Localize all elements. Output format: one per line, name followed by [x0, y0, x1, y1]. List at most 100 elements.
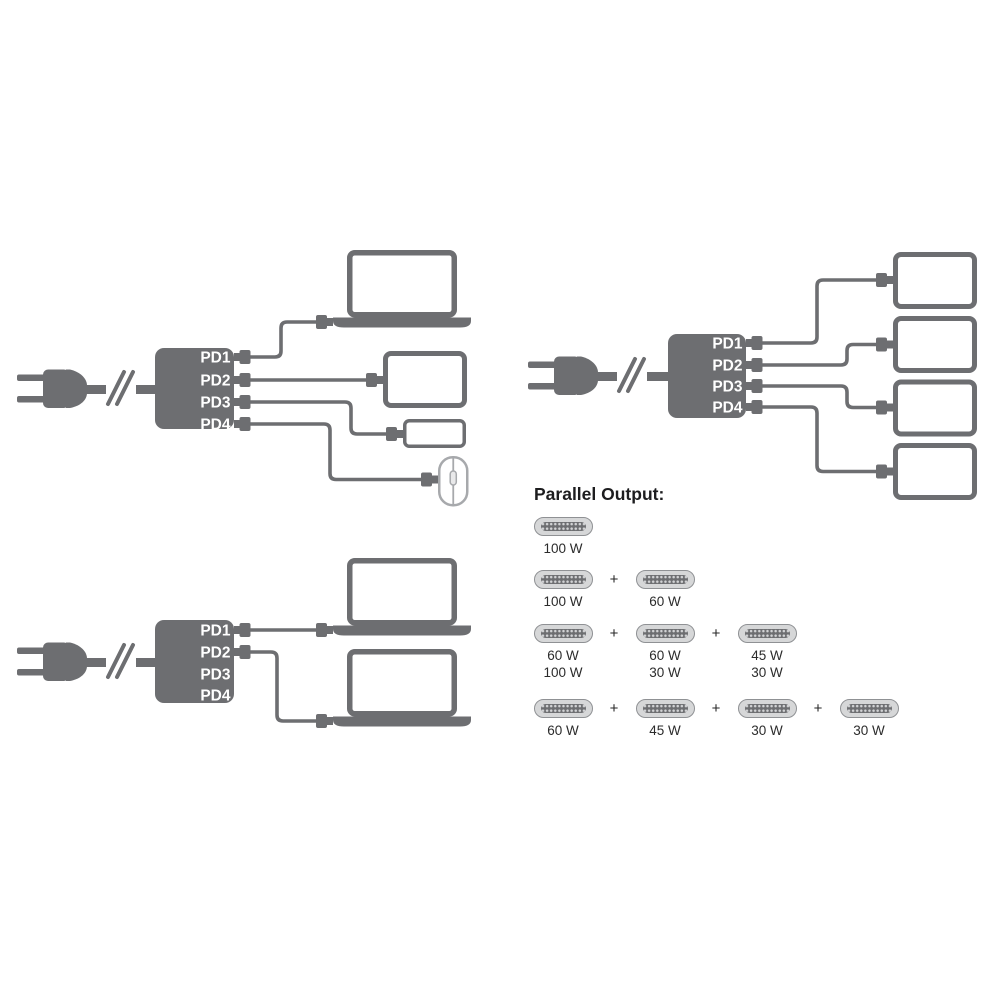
- cable-pd3-phone: [250, 400, 386, 436]
- power-plug-icon: [15, 640, 162, 683]
- usb-c-pins: [744, 629, 790, 638]
- diagram-mixed-devices: PD1 PD2 PD3 PD4: [15, 253, 471, 507]
- port-plug-icon: [746, 358, 763, 372]
- output-option: 60 W: [635, 570, 695, 610]
- output-option: 60 W: [533, 699, 593, 739]
- wattage-label: 100 W: [543, 594, 583, 609]
- cable-pd4-mouse: [250, 422, 421, 482]
- usb-c-pins: [642, 704, 688, 713]
- usb-c-pins: [744, 704, 790, 713]
- port-plug-icon: [746, 379, 763, 393]
- tablet-icon: [386, 354, 465, 406]
- device-plug-icon: [876, 464, 893, 479]
- device-plug-icon: [876, 337, 893, 352]
- device-plug-icon: [316, 623, 333, 637]
- device-plug-icon: [386, 427, 403, 441]
- tablet-icon: [896, 446, 975, 498]
- diagram-two-laptops: PD1 PD2 PD3 PD4: [15, 561, 471, 728]
- port-label-pd3: PD3: [200, 667, 231, 684]
- port-plug-icon: [234, 350, 251, 364]
- usb-c-connector-icon: [635, 699, 695, 718]
- port-label-pd4: PD4: [200, 417, 231, 434]
- wattage-label: 30 W: [853, 723, 885, 738]
- port-plug-icon: [234, 623, 251, 637]
- usb-c-pins: [540, 575, 586, 584]
- output-option: 30 W: [839, 699, 899, 739]
- laptop-icon: [333, 652, 471, 727]
- port-label-pd2: PD2: [200, 645, 230, 662]
- cable-pd4-tablet4: [762, 405, 876, 474]
- usb-c-pins: [642, 629, 688, 638]
- port-plug-icon: [234, 645, 251, 659]
- mouse-icon: [438, 456, 469, 507]
- parallel-output-row-1: 100 W: [533, 517, 593, 557]
- wattage-label: 60 W: [649, 594, 681, 609]
- port-label-pd2: PD2: [712, 358, 742, 375]
- usb-c-connector-icon: [839, 699, 899, 718]
- usb-c-connector-icon: [635, 570, 695, 589]
- smartphone-icon: [403, 419, 466, 448]
- wattage-label: 30 W: [751, 723, 783, 738]
- cable-pd2-laptop2: [250, 650, 316, 723]
- usb-c-pins: [540, 629, 586, 638]
- port-label-pd3: PD3: [200, 395, 231, 412]
- port-plug-icon: [234, 417, 251, 431]
- laptop-icon: [333, 253, 471, 328]
- cable-pd1-tablet1: [762, 278, 876, 345]
- port-label-pd1: PD1: [200, 350, 231, 367]
- usb-c-pins: [642, 575, 688, 584]
- tablet-icon: [896, 382, 975, 434]
- usb-c-connector-icon: [533, 570, 593, 589]
- usb-c-connector-icon: [635, 624, 695, 643]
- output-option: 30 W: [737, 699, 797, 739]
- port-label-pd1: PD1: [712, 336, 743, 353]
- port-plug-icon: [234, 373, 251, 387]
- output-option: 100 W: [533, 570, 593, 610]
- port-plug-icon: [234, 395, 251, 409]
- usb-c-connector-icon: [737, 699, 797, 718]
- power-plug-icon: [526, 354, 673, 397]
- parallel-output-row-2: 100 W + 60 W: [533, 570, 695, 610]
- charger-body: [155, 620, 234, 703]
- cable-pd1-laptop: [250, 320, 316, 359]
- output-option: 45 W: [635, 699, 695, 739]
- plus-sign: +: [609, 625, 619, 642]
- device-plug-icon: [316, 714, 333, 728]
- device-plug-icon: [421, 472, 438, 487]
- output-option: 100 W: [533, 517, 593, 557]
- usb-c-connector-icon: [533, 624, 593, 643]
- device-plug-icon: [366, 373, 383, 387]
- port-label-pd1: PD1: [200, 623, 231, 640]
- laptop-icon: [333, 561, 471, 636]
- parallel-output-row-4: 60 W + 45 W + 30 W + 30 W: [533, 699, 899, 739]
- charger-body: [668, 334, 746, 418]
- port-label-pd4: PD4: [712, 400, 743, 417]
- port-plug-icon: [746, 400, 763, 414]
- plus-sign: +: [711, 625, 721, 642]
- device-plug-icon: [316, 315, 333, 329]
- charger-body: [155, 348, 234, 429]
- plus-sign: +: [711, 700, 721, 717]
- usb-c-pins: [540, 522, 586, 531]
- device-plug-icon: [876, 400, 893, 415]
- tablet-icon: [896, 319, 975, 371]
- power-plug-icon: [15, 367, 162, 410]
- port-label-pd3: PD3: [712, 379, 743, 396]
- usb-c-pins: [540, 704, 586, 713]
- usb-c-pins: [846, 704, 892, 713]
- port-plug-icon: [746, 336, 763, 350]
- plus-sign: +: [609, 571, 619, 588]
- plus-sign: +: [813, 700, 823, 717]
- wattage-label: 60 W: [547, 723, 579, 738]
- plus-sign: +: [609, 700, 619, 717]
- diagram-four-tablets: PD1 PD2 PD3 PD4: [526, 255, 975, 498]
- port-label-pd2: PD2: [200, 373, 230, 390]
